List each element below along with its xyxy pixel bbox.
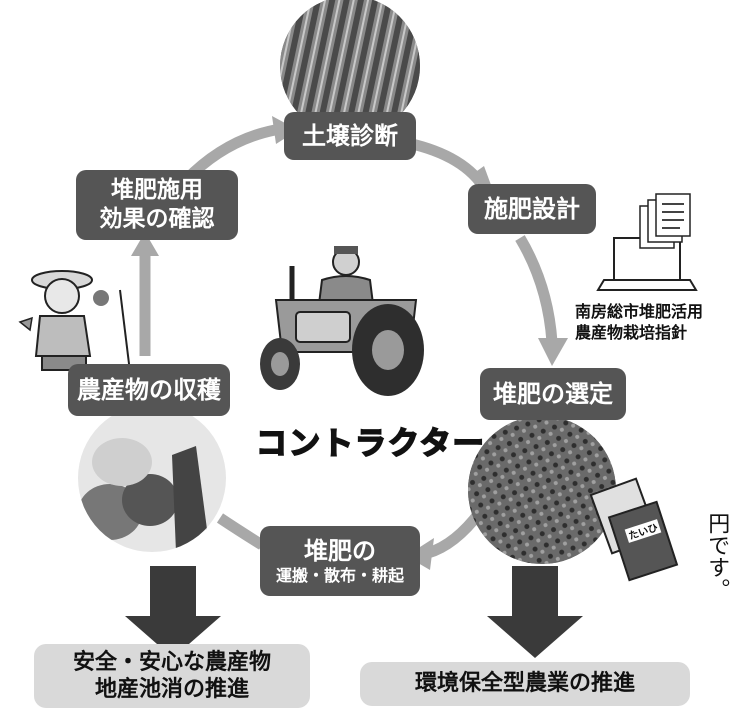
step-soil-diagnosis: 土壌診断 bbox=[284, 112, 416, 160]
outcome-arrow-left-head bbox=[125, 616, 221, 658]
outcome-safe-local-produce-line2: 地産池消の推進 bbox=[94, 677, 249, 702]
step-harvest: 農産物の収穫 bbox=[68, 364, 230, 416]
step-effect-check-line1: 堆肥施用 bbox=[111, 177, 203, 204]
step-harvest-label: 農産物の収穫 bbox=[77, 376, 221, 404]
step-compost-selection-label: 堆肥の選定 bbox=[493, 380, 613, 408]
guideline-document-label: 南房総市堆肥活用 農産物栽培指針 bbox=[575, 302, 703, 344]
outcome-arrow-left-shaft bbox=[150, 566, 196, 620]
guideline-document-line1: 南房総市堆肥活用 bbox=[575, 302, 704, 321]
outcome-environmental-agriculture-label: 環境保全型農業の推進 bbox=[414, 671, 635, 697]
step-compost-transport: 堆肥の 運搬・散布・耕起 bbox=[260, 526, 420, 596]
contractor-label: コントラクター bbox=[255, 425, 486, 463]
step-compost-transport-sub: 運搬・散布・耕起 bbox=[275, 566, 404, 585]
guideline-document-line2: 農産物栽培指針 bbox=[575, 322, 688, 342]
farmer-illustration bbox=[18, 270, 131, 373]
step-soil-diagnosis-label: 土壌診断 bbox=[302, 122, 398, 150]
arrowhead-harvest-to-check bbox=[131, 232, 159, 256]
arrow-design-to-selection bbox=[515, 235, 558, 343]
outcome-arrow-right-head bbox=[487, 616, 583, 658]
vegetables-photo bbox=[78, 404, 226, 552]
arrow-selection-to-transport bbox=[426, 508, 485, 559]
outcome-arrow-right-shaft bbox=[512, 566, 558, 620]
side-note: 円です。 bbox=[704, 512, 730, 600]
step-fertilizer-design: 施肥設計 bbox=[468, 184, 596, 234]
outcome-safe-local-produce: 安全・安心な農産物 地産池消の推進 bbox=[34, 644, 310, 708]
arrowhead-design-to-selection bbox=[538, 338, 568, 366]
outcome-safe-local-produce-line1: 安全・安心な農産物 bbox=[72, 649, 271, 675]
compost-bag-icon: たいひ bbox=[589, 477, 679, 582]
step-effect-check-line2: 効果の確認 bbox=[99, 206, 215, 232]
arrow-transport-to-harvest bbox=[216, 513, 265, 550]
laptop-documents-icon bbox=[596, 193, 698, 291]
step-fertilizer-design-label: 施肥設計 bbox=[484, 195, 580, 223]
outcome-environmental-agriculture: 環境保全型農業の推進 bbox=[360, 662, 690, 706]
crop-field-photo bbox=[468, 416, 616, 564]
step-compost-selection: 堆肥の選定 bbox=[480, 368, 626, 420]
step-effect-check: 堆肥施用 効果の確認 bbox=[76, 170, 238, 240]
tractor-driver-illustration bbox=[260, 246, 424, 396]
arrowhead-selection-to-transport bbox=[406, 538, 434, 570]
step-compost-transport-title: 堆肥の bbox=[304, 537, 376, 565]
outcome-arrows bbox=[125, 566, 583, 658]
